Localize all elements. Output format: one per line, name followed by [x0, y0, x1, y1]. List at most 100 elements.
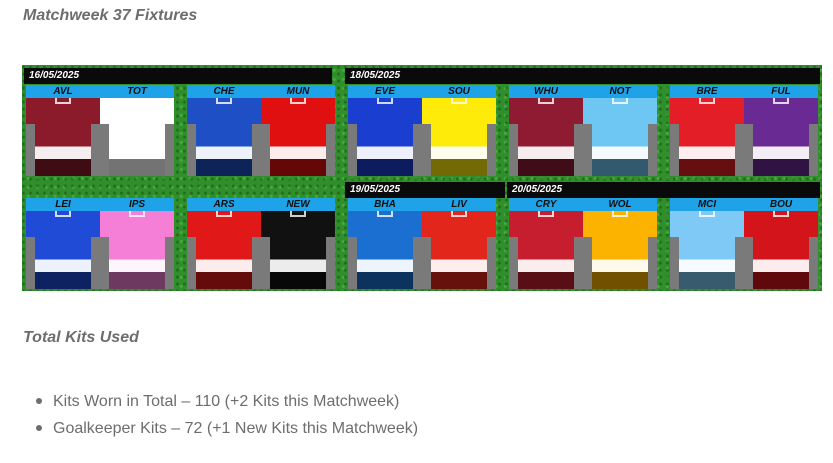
team-code-home: LEI [55, 199, 71, 210]
kit-image-home [187, 98, 261, 176]
collar [377, 98, 393, 104]
kit-image-home [187, 211, 261, 289]
kit-image-away [100, 211, 174, 289]
match-card: LEI IPS [26, 198, 174, 289]
collar [699, 211, 715, 217]
kit-image-home [509, 98, 583, 176]
fixtures-graphic: 16/05/2025 18/05/2025 19/05/2025 20/05/2… [22, 65, 822, 291]
team-code-home: CRY [535, 199, 557, 210]
sleeve [744, 237, 753, 289]
sleeve [487, 124, 496, 176]
kit-image-home [670, 211, 744, 289]
team-code-home: BRE [696, 86, 718, 97]
kit-image-home [26, 211, 100, 289]
team-code-away: IPS [128, 199, 146, 210]
sleeve [261, 124, 270, 176]
sleeve [422, 124, 431, 176]
match-card: BRE FUL [670, 85, 818, 176]
team-codes-bar: WHU NOT [509, 85, 657, 98]
kit-image-away [583, 98, 657, 176]
collar [451, 98, 467, 104]
sleeve [252, 124, 261, 176]
team-codes-bar: BRE FUL [670, 85, 818, 98]
team-code-away: NEW [286, 199, 310, 210]
sleeve [165, 237, 174, 289]
sleeve [413, 124, 422, 176]
list-item: Kits Worn in Total – 110 (+2 Kits this M… [36, 388, 418, 415]
team-code-home: BHA [374, 199, 396, 210]
collar [55, 211, 71, 217]
team-code-home: EVE [374, 86, 395, 97]
sleeve [670, 237, 679, 289]
sleeve [648, 237, 657, 289]
sleeve [735, 124, 744, 176]
match-card: WHU NOT [509, 85, 657, 176]
sleeve [187, 237, 196, 289]
sleeve [91, 124, 100, 176]
collar [699, 98, 715, 104]
team-code-home: WHU [534, 86, 558, 97]
collar [377, 211, 393, 217]
sleeve [100, 124, 109, 176]
sleeve [261, 237, 270, 289]
kits-heading: Total Kits Used [23, 329, 139, 346]
team-code-away: BOU [769, 199, 793, 210]
sleeve [509, 124, 518, 176]
date-bar: 20/05/2025 [507, 182, 820, 198]
team-code-home: ARS [213, 199, 235, 210]
team-code-away: NOT [609, 86, 631, 97]
kit-image-away [261, 98, 335, 176]
sleeve [487, 237, 496, 289]
fixtures-heading: Matchweek 37 Fixtures [23, 7, 198, 24]
team-code-away: FUL [771, 86, 791, 97]
team-code-away: MUN [286, 86, 310, 97]
team-codes-bar: AVL TOT [26, 85, 174, 98]
collar [290, 211, 306, 217]
sleeve [574, 237, 583, 289]
sleeve [348, 237, 357, 289]
collar [538, 211, 554, 217]
collar [773, 211, 789, 217]
kit-image-home [509, 211, 583, 289]
collar [451, 211, 467, 217]
kit-image-home [348, 98, 422, 176]
kit-image-away [261, 211, 335, 289]
kit-image-home [670, 98, 744, 176]
team-code-away: TOT [127, 86, 147, 97]
sleeve [422, 237, 431, 289]
collar [129, 98, 145, 104]
team-codes-bar: ARS NEW [187, 198, 335, 211]
sleeve [326, 124, 335, 176]
sleeve [252, 237, 261, 289]
match-card: AVL TOT [26, 85, 174, 176]
date-bar: 19/05/2025 [345, 182, 505, 198]
sleeve [809, 124, 818, 176]
kit-image-away [422, 98, 496, 176]
team-codes-bar: LEI IPS [26, 198, 174, 211]
sleeve [509, 237, 518, 289]
date-bar: 16/05/2025 [24, 68, 332, 84]
match-card: ARS NEW [187, 198, 335, 289]
collar [773, 98, 789, 104]
sleeve [187, 124, 196, 176]
sleeve [91, 237, 100, 289]
collar [55, 98, 71, 104]
kit-image-away [422, 211, 496, 289]
sleeve [809, 237, 818, 289]
team-code-home: AVL [53, 86, 73, 97]
sleeve [348, 124, 357, 176]
sleeve [574, 124, 583, 176]
kit-image-away [744, 98, 818, 176]
sleeve [744, 124, 753, 176]
collar [612, 98, 628, 104]
sleeve [670, 124, 679, 176]
